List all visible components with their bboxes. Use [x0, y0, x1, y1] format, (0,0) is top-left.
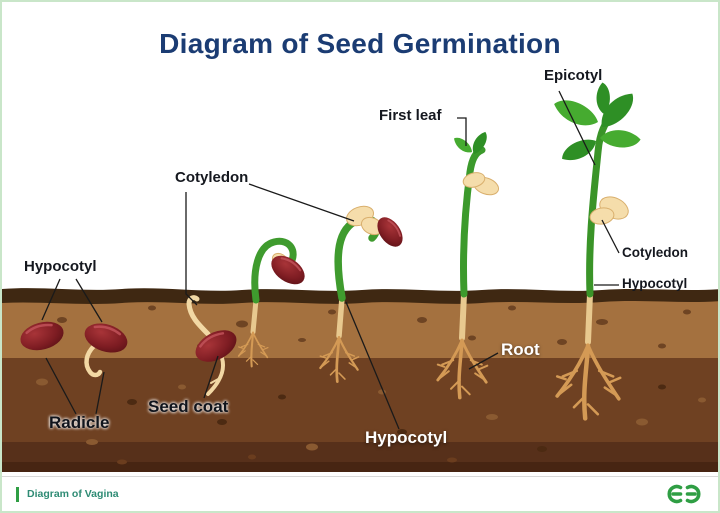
- label-seed-coat: Seed coat: [148, 397, 229, 416]
- label-hypocotyl-bottom: Hypocotyl: [365, 428, 448, 447]
- footer-source-text: Diagram of Vagina: [27, 488, 119, 500]
- leader-lines: [41, 90, 620, 430]
- stage-5-cotyledon-emergence: [318, 205, 409, 383]
- label-hypocotyl-left: Hypocotyl: [24, 258, 97, 275]
- label-hypocotyl-right: Hypocotyl: [622, 276, 688, 291]
- label-radicle: Radicle: [49, 413, 110, 432]
- label-cotyledon-right: Cotyledon: [622, 245, 688, 260]
- label-epicotyl: Epicotyl: [544, 67, 603, 84]
- stage-2-seed-radicle: [79, 317, 133, 378]
- footer: Diagram of Vagina: [2, 476, 718, 511]
- page-title: Diagram of Seed Germination: [159, 28, 561, 59]
- stage-3-seed-sprout: [186, 295, 244, 396]
- stage-7-mature-seedling: [551, 81, 642, 419]
- label-cotyledon-left: Cotyledon: [175, 169, 249, 186]
- label-root: Root: [501, 340, 540, 359]
- footer-accent-bar: [16, 486, 19, 502]
- stage-6-first-leaf-seedling: [436, 130, 500, 400]
- stage-4-hypocotyl-hook: [237, 237, 311, 368]
- geeksforgeeks-logo-icon: [667, 484, 701, 504]
- soil-speckles-dark-band: [36, 378, 706, 465]
- label-first-leaf: First leaf: [379, 107, 442, 124]
